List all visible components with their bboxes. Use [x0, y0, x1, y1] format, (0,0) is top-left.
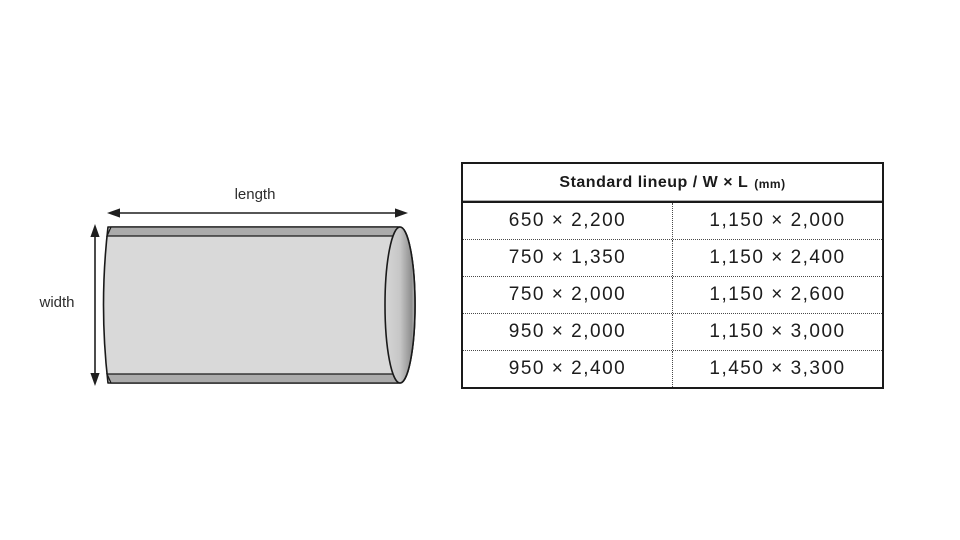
- roll-illustration: [90, 208, 416, 386]
- table-row: 750 × 1,350 1,150 × 2,400: [463, 239, 882, 276]
- size-cell: 750 × 2,000: [508, 284, 627, 305]
- table-unit-label: (mm): [754, 176, 786, 191]
- size-cell: 1,150 × 2,000: [672, 203, 882, 239]
- length-arrow-icon: [107, 208, 408, 218]
- size-table: Standard lineup / W × L (mm) 650 × 2,200…: [461, 162, 884, 389]
- size-cell: 950 × 2,400: [508, 358, 627, 379]
- size-cell: 1,150 × 2,600: [672, 277, 882, 313]
- size-cell: 650 × 2,200: [508, 210, 627, 231]
- width-arrow-icon: [90, 224, 100, 386]
- table-header: Standard lineup / W × L (mm): [463, 164, 882, 203]
- width-label: width: [39, 294, 75, 311]
- roll-end-cap: [384, 226, 416, 384]
- length-label: length: [234, 186, 276, 203]
- table-row: 750 × 2,000 1,150 × 2,600: [463, 276, 882, 313]
- roll-bottom-band: [105, 373, 404, 384]
- size-cell: 950 × 2,000: [508, 321, 627, 342]
- size-cell: 1,450 × 3,300: [672, 351, 882, 387]
- table-row: 950 × 2,400 1,450 × 3,300: [463, 350, 882, 387]
- table-title: Standard lineup / W × L: [559, 173, 749, 191]
- roll-top-band: [105, 226, 404, 237]
- table-row: 950 × 2,000 1,150 × 3,000: [463, 313, 882, 350]
- size-cell: 1,150 × 2,400: [672, 240, 882, 276]
- size-cell: 750 × 1,350: [508, 247, 627, 268]
- size-cell: 1,150 × 3,000: [672, 314, 882, 350]
- roll-body: [102, 226, 416, 384]
- table-body: 650 × 2,200 1,150 × 2,000 750 × 1,350 1,…: [463, 203, 882, 387]
- table-row: 650 × 2,200 1,150 × 2,000: [463, 203, 882, 239]
